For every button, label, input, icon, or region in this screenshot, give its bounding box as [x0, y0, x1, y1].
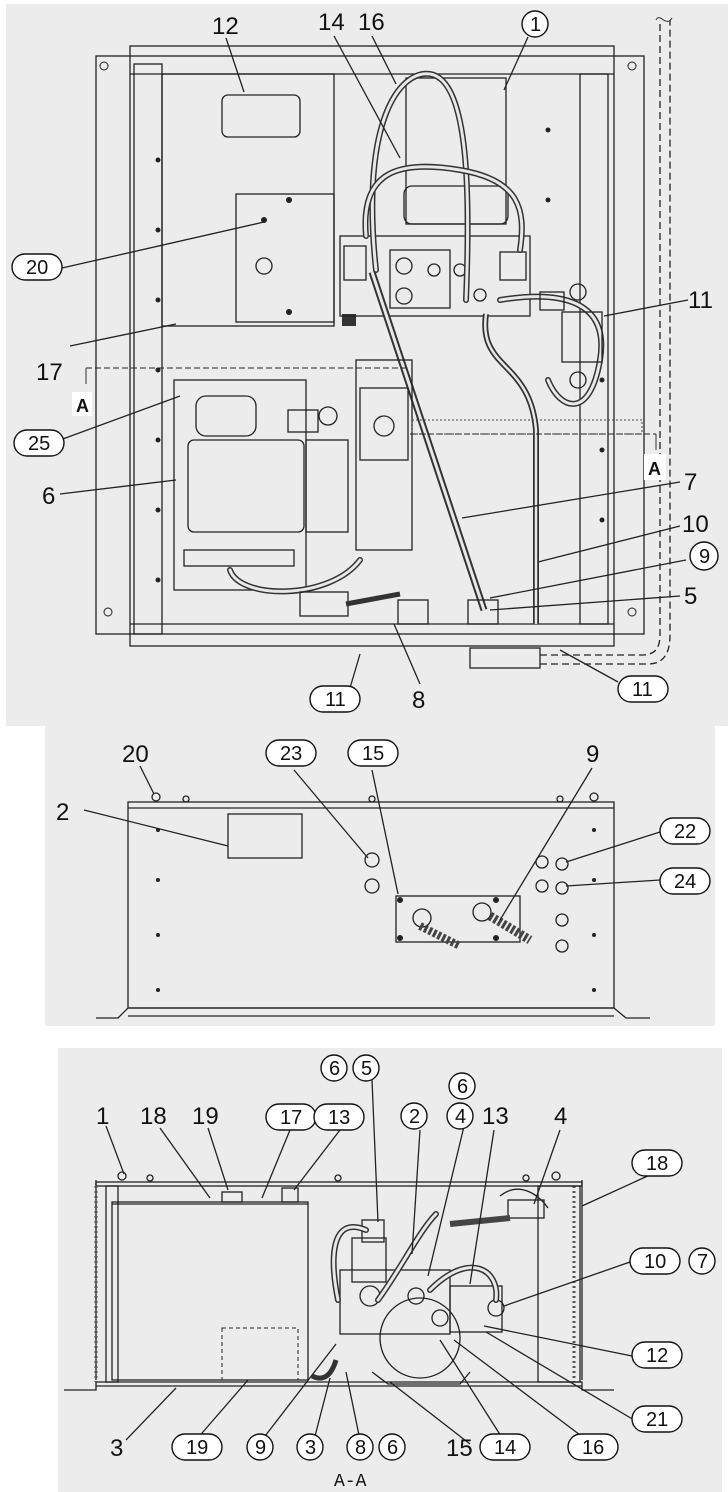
- front-label-11-right-oval: [617, 675, 669, 703]
- top-label-15-oval: [347, 739, 399, 767]
- top-label-22-oval: [659, 817, 711, 845]
- sec-label-18: 18: [140, 1103, 167, 1130]
- front-label-25: 25: [28, 433, 50, 455]
- top-label-22: 22: [674, 821, 696, 843]
- sec-label-13b: 13: [482, 1103, 509, 1130]
- sec-label-4a-circle: [446, 1102, 474, 1130]
- sec-label-14: 14: [494, 1437, 516, 1459]
- sec-label-9: 9: [255, 1437, 266, 1459]
- top-label-20: 20: [122, 741, 149, 768]
- front-label-1-circle: [521, 10, 549, 38]
- top-label-9: 9: [586, 741, 599, 768]
- top-view-panel: [45, 726, 715, 1026]
- top-label-24: 24: [674, 871, 696, 893]
- sec-label-3b: 3: [305, 1437, 316, 1459]
- sec-label-6b-circle: [448, 1072, 476, 1100]
- front-label-6: 6: [42, 483, 55, 510]
- sec-label-7: 7: [697, 1251, 708, 1273]
- sec-label-3a: 3: [110, 1435, 123, 1462]
- section-mark-right: A: [648, 459, 661, 479]
- sec-label-18b: 18: [646, 1153, 668, 1175]
- sec-label-14-oval: [479, 1433, 531, 1461]
- front-label-12: 12: [212, 13, 239, 40]
- top-label-23-oval: [265, 739, 317, 767]
- sec-label-10-oval: [629, 1247, 681, 1275]
- section-mark-left: A: [76, 396, 89, 416]
- section-mark-left-bg: [72, 392, 92, 416]
- sec-label-12-oval: [631, 1341, 683, 1369]
- front-label-10: 10: [682, 511, 709, 538]
- front-label-5: 5: [684, 583, 697, 610]
- front-label-20: 20: [26, 257, 48, 279]
- sec-label-8-circle: [346, 1433, 374, 1461]
- sec-label-6c: 6: [387, 1437, 398, 1459]
- front-label-16: 16: [358, 9, 385, 36]
- section-view-drawing: [64, 1171, 614, 1391]
- section-caption: A-A: [334, 1472, 367, 1492]
- front-label-11-right-bottom: 11: [632, 679, 653, 701]
- front-label-7: 7: [684, 469, 697, 496]
- sec-label-6c-circle: [378, 1433, 406, 1461]
- top-label-15: 15: [362, 743, 384, 765]
- sec-label-16-oval: [567, 1433, 619, 1461]
- sec-label-6a: 6: [329, 1058, 340, 1080]
- front-label-9-circle: [689, 541, 719, 571]
- sec-label-18b-oval: [631, 1149, 683, 1177]
- sec-label-9-circle: [246, 1433, 274, 1461]
- sec-label-21-oval: [631, 1405, 683, 1433]
- front-view-leaders: [59, 35, 689, 689]
- sec-label-4a: 4: [455, 1106, 466, 1128]
- front-label-9: 9: [699, 546, 710, 568]
- sec-label-15: 15: [446, 1435, 473, 1462]
- sec-label-8: 8: [355, 1437, 366, 1459]
- sec-label-19: 19: [192, 1103, 219, 1130]
- sec-label-19b-oval: [171, 1433, 223, 1461]
- front-label-11-bottom-oval: [309, 685, 361, 713]
- sec-label-19b: 19: [186, 1437, 208, 1459]
- front-view-drawing: [85, 17, 673, 669]
- front-label-8: 8: [412, 687, 425, 714]
- front-label-20-oval: [11, 253, 63, 281]
- sec-label-21: 21: [646, 1409, 668, 1431]
- top-label-2: 2: [56, 799, 69, 826]
- sec-label-7-circle: [688, 1247, 716, 1275]
- top-label-24-oval: [659, 867, 711, 895]
- front-label-25-oval: [13, 429, 65, 457]
- front-label-11-right: 11: [688, 287, 713, 314]
- sec-label-2-circle: [400, 1102, 428, 1130]
- sec-label-17: 17: [280, 1107, 302, 1129]
- sec-label-2: 2: [409, 1106, 420, 1128]
- sec-label-6b: 6: [457, 1076, 468, 1098]
- sec-label-16: 16: [582, 1437, 604, 1459]
- front-label-11-bottom: 11: [325, 689, 346, 711]
- sec-label-5-circle: [352, 1054, 380, 1082]
- front-label-14: 14: [318, 9, 345, 36]
- sec-label-13a-oval: [313, 1103, 365, 1131]
- sec-label-10: 10: [644, 1251, 666, 1273]
- front-label-1: 1: [530, 14, 541, 36]
- sec-label-1: 1: [96, 1103, 109, 1130]
- sec-label-6a-circle: [320, 1054, 348, 1082]
- sec-label-13a: 13: [328, 1107, 350, 1129]
- top-label-23: 23: [280, 743, 302, 765]
- section-view-leaders: [105, 1079, 653, 1445]
- sec-label-3b-circle: [296, 1433, 324, 1461]
- front-label-17: 17: [36, 359, 63, 386]
- sec-label-12: 12: [646, 1345, 668, 1367]
- sec-label-4b: 4: [554, 1103, 567, 1130]
- top-view-drawing: [96, 792, 650, 1019]
- mounting-bolts: [99, 61, 637, 617]
- top-view-leaders: [83, 765, 661, 921]
- sec-label-5: 5: [361, 1058, 372, 1080]
- section-mark-right-bg: [644, 454, 666, 480]
